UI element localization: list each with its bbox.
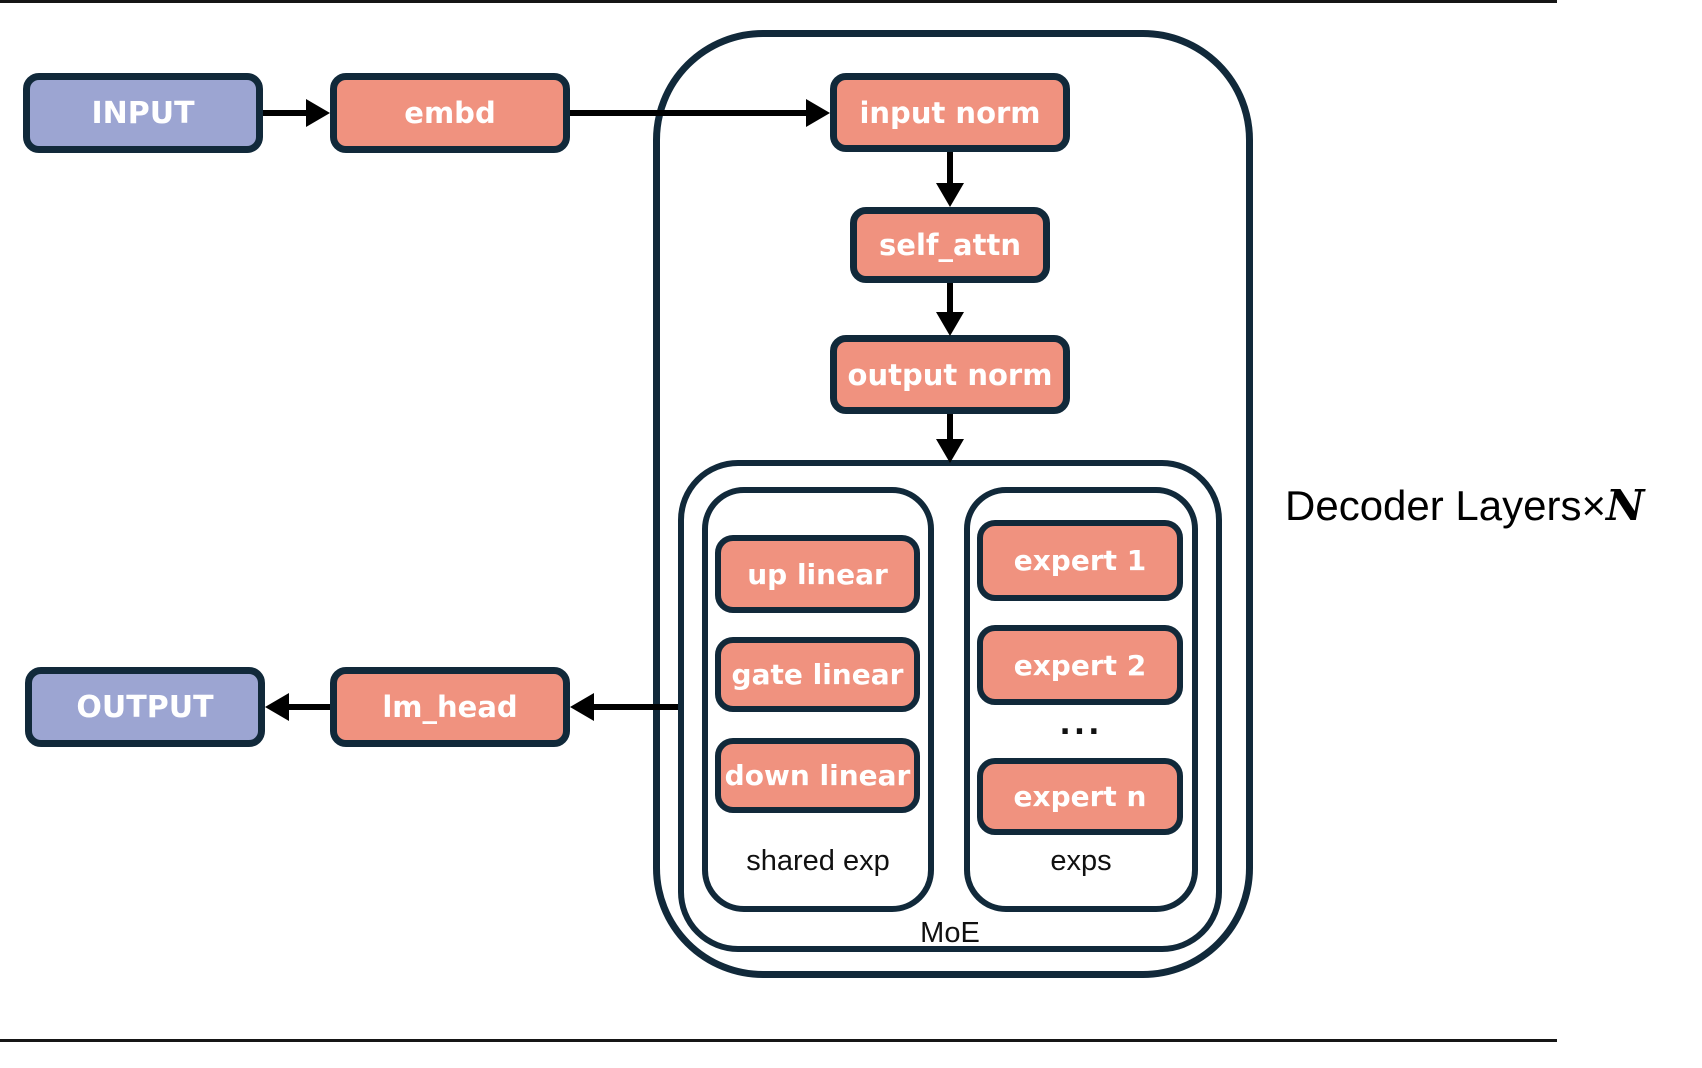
expert-n-node: expert n <box>977 758 1183 835</box>
embd-node: embd <box>330 73 570 153</box>
arrow-input-to-embd-head <box>306 99 330 127</box>
arrow-embd-to-input-norm-head <box>806 99 830 127</box>
experts-ellipsis: ... <box>1059 707 1103 742</box>
top-border-line <box>0 0 1557 3</box>
expert-1-node: expert 1 <box>977 520 1183 601</box>
output-norm-node: output norm <box>830 335 1070 414</box>
arrow-input-to-embd-line <box>263 110 306 116</box>
arrow-moe-to-lm-head-line <box>594 704 678 710</box>
exps-label: exps <box>1050 845 1112 877</box>
shared-exp-container <box>702 487 934 912</box>
bottom-border-line <box>0 1039 1557 1042</box>
arrow-moe-to-lm-head-head <box>570 693 594 721</box>
arrow-lm-head-to-output-line <box>289 704 330 710</box>
input-norm-node: input norm <box>830 73 1070 152</box>
up-linear-node: up linear <box>715 535 920 613</box>
arrow-embd-to-input-norm-line <box>570 110 806 116</box>
arrow-output-norm-to-moe-line <box>947 414 953 439</box>
arrow-input-norm-to-self-attn-line <box>947 152 953 183</box>
arrow-input-norm-to-self-attn-head <box>936 183 964 207</box>
arrow-lm-head-to-output-head <box>265 693 289 721</box>
output-node: OUTPUT <box>25 667 265 747</box>
lm-head-node: lm_head <box>330 667 570 747</box>
down-linear-node: down linear <box>715 738 920 813</box>
moe-container <box>678 460 1222 952</box>
moe-label: MoE <box>920 917 980 949</box>
input-node: INPUT <box>23 73 263 153</box>
self-attn-node: self_attn <box>850 207 1050 283</box>
decoder-layers-label: Decoder Layers×N <box>1285 481 1644 530</box>
decoder-layers-container <box>653 30 1253 978</box>
arrow-self-attn-to-output-norm-line <box>947 283 953 312</box>
arrow-output-norm-to-moe-head <box>936 439 964 463</box>
decoder-layers-label-text: Decoder Layers× <box>1285 482 1607 529</box>
decoder-layers-n: N <box>1606 481 1645 530</box>
expert-2-node: expert 2 <box>977 625 1183 705</box>
exps-container <box>964 487 1198 912</box>
shared-exp-label: shared exp <box>746 845 890 877</box>
arrow-self-attn-to-output-norm-head <box>936 312 964 336</box>
gate-linear-node: gate linear <box>715 637 920 712</box>
